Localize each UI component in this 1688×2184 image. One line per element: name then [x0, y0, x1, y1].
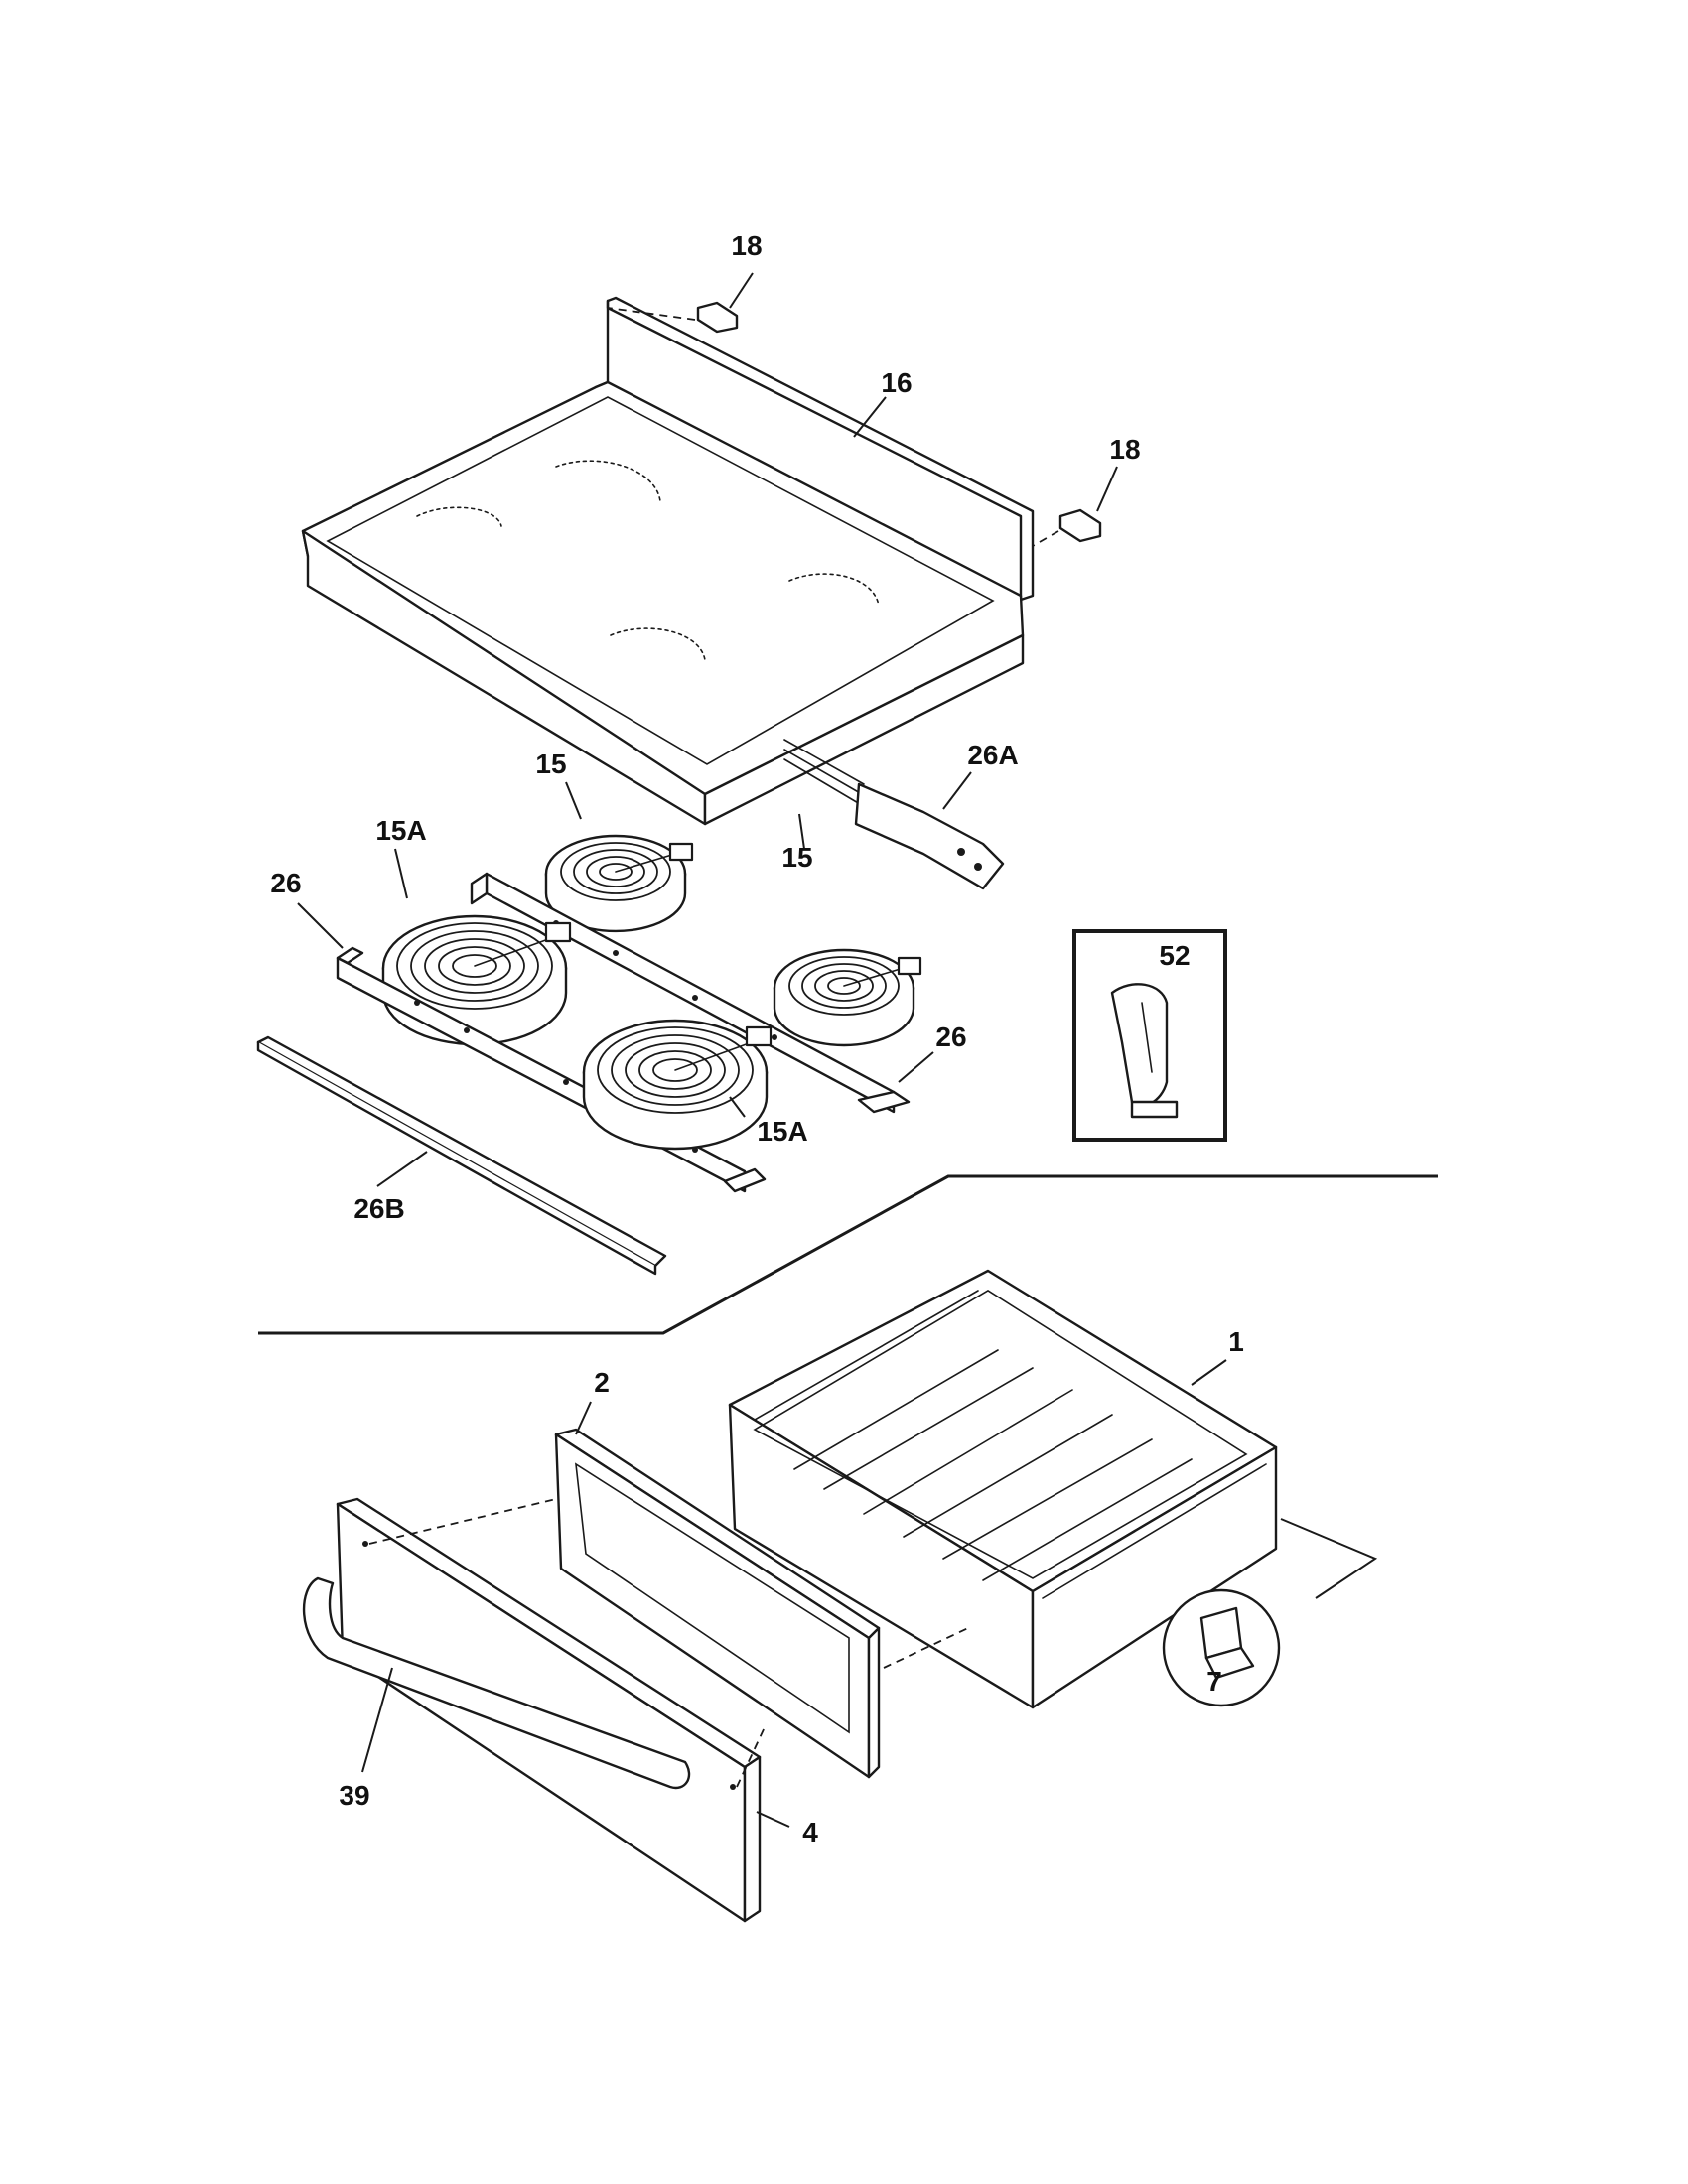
clip-part-18-right: [1032, 508, 1102, 547]
callout-18-left: 18: [731, 230, 762, 261]
callout-15A-front: 15A: [757, 1116, 807, 1147]
callout-39: 39: [339, 1780, 369, 1811]
clip-part-18-left: [607, 301, 739, 334]
callout-15A-left: 15A: [375, 815, 426, 846]
callout-4: 4: [802, 1817, 818, 1847]
leader-lines: [297, 272, 1227, 1828]
wire-harness-26A: [783, 739, 1005, 890]
drawer-box-1: [728, 1269, 1278, 1709]
burner-element-15-rear: [544, 834, 694, 933]
callout-16: 16: [881, 367, 912, 398]
inset-circle-7: [1162, 1518, 1378, 1707]
burner-element-15A-left: [381, 914, 572, 1046]
callouts: 18 16 18 26A 15 15A 26 15 52 26 15A 26B …: [270, 230, 1243, 1847]
trim-strip-26B: [256, 1035, 667, 1276]
callout-26-left: 26: [270, 868, 301, 898]
callout-52: 52: [1159, 940, 1190, 971]
burner-bracket-26-rear: [470, 872, 911, 1114]
drawer-handle-39: [302, 1576, 691, 1790]
inset-box-52: [1072, 929, 1227, 1142]
callout-18-right: 18: [1109, 434, 1140, 465]
callout-15-front: 15: [781, 842, 812, 873]
callout-7: 7: [1206, 1666, 1222, 1697]
burner-element-15-front: [773, 948, 922, 1047]
drawer-front-liner-2: [554, 1428, 969, 1779]
callout-26-right: 26: [935, 1022, 966, 1052]
callout-26B: 26B: [353, 1193, 404, 1224]
callout-15-rear: 15: [535, 749, 566, 779]
callout-1: 1: [1228, 1326, 1244, 1357]
cooktop-glass-top: [301, 296, 1035, 826]
burner-element-15A-front: [582, 1019, 773, 1151]
section-divider: [258, 1174, 1438, 1335]
callout-26A: 26A: [967, 740, 1018, 770]
callout-2: 2: [594, 1367, 610, 1398]
